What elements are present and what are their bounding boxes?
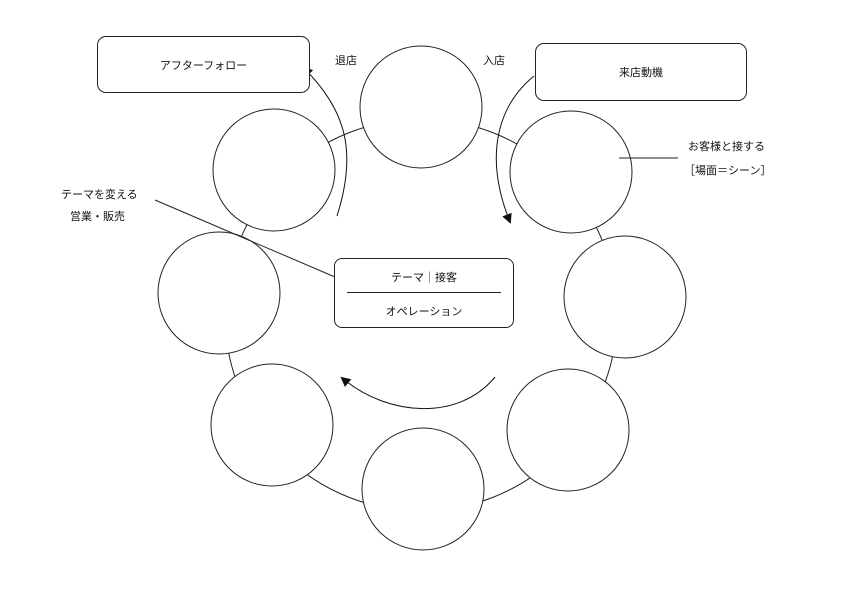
scene-label: ［場面＝シーン］: [684, 164, 772, 177]
after-follow-box: アフターフォロー: [97, 36, 310, 93]
enter-label: 入店: [483, 54, 505, 67]
operation-label: オペレーション: [385, 305, 463, 318]
stage-circle-right: [563, 235, 687, 359]
stage-circle-left: [157, 231, 281, 355]
theme-operation-box: テーマ｜接客 オペレーション: [334, 258, 514, 328]
visit-motive-label: 来店動機: [619, 66, 663, 79]
leader-line-theme: [154, 199, 357, 287]
visit-motive-box: 来店動機: [535, 43, 747, 101]
cycle-direction-arrow: [340, 376, 496, 410]
stage-circle-lower-right: [506, 368, 630, 492]
stage-circle-upper-left: [212, 108, 336, 232]
sales-label: 営業・販売: [70, 210, 125, 223]
stage-circle-bottom: [361, 427, 485, 551]
after-follow-label: アフターフォロー: [159, 58, 248, 72]
stage-circle-lower-left: [210, 363, 334, 487]
enter-arrow: [495, 75, 535, 224]
stage-circles: [157, 45, 687, 551]
change-theme-label: テーマを変える: [61, 188, 138, 201]
exit-label: 退店: [335, 54, 357, 67]
theme-label: テーマ｜接客: [391, 271, 457, 284]
stage-circle-top: [359, 45, 483, 169]
customer-contact-label: お客様と接する: [688, 140, 765, 153]
center-divider: [347, 292, 501, 293]
exit-arrow: [302, 66, 348, 217]
stage-circle-upper-right: [509, 110, 633, 234]
